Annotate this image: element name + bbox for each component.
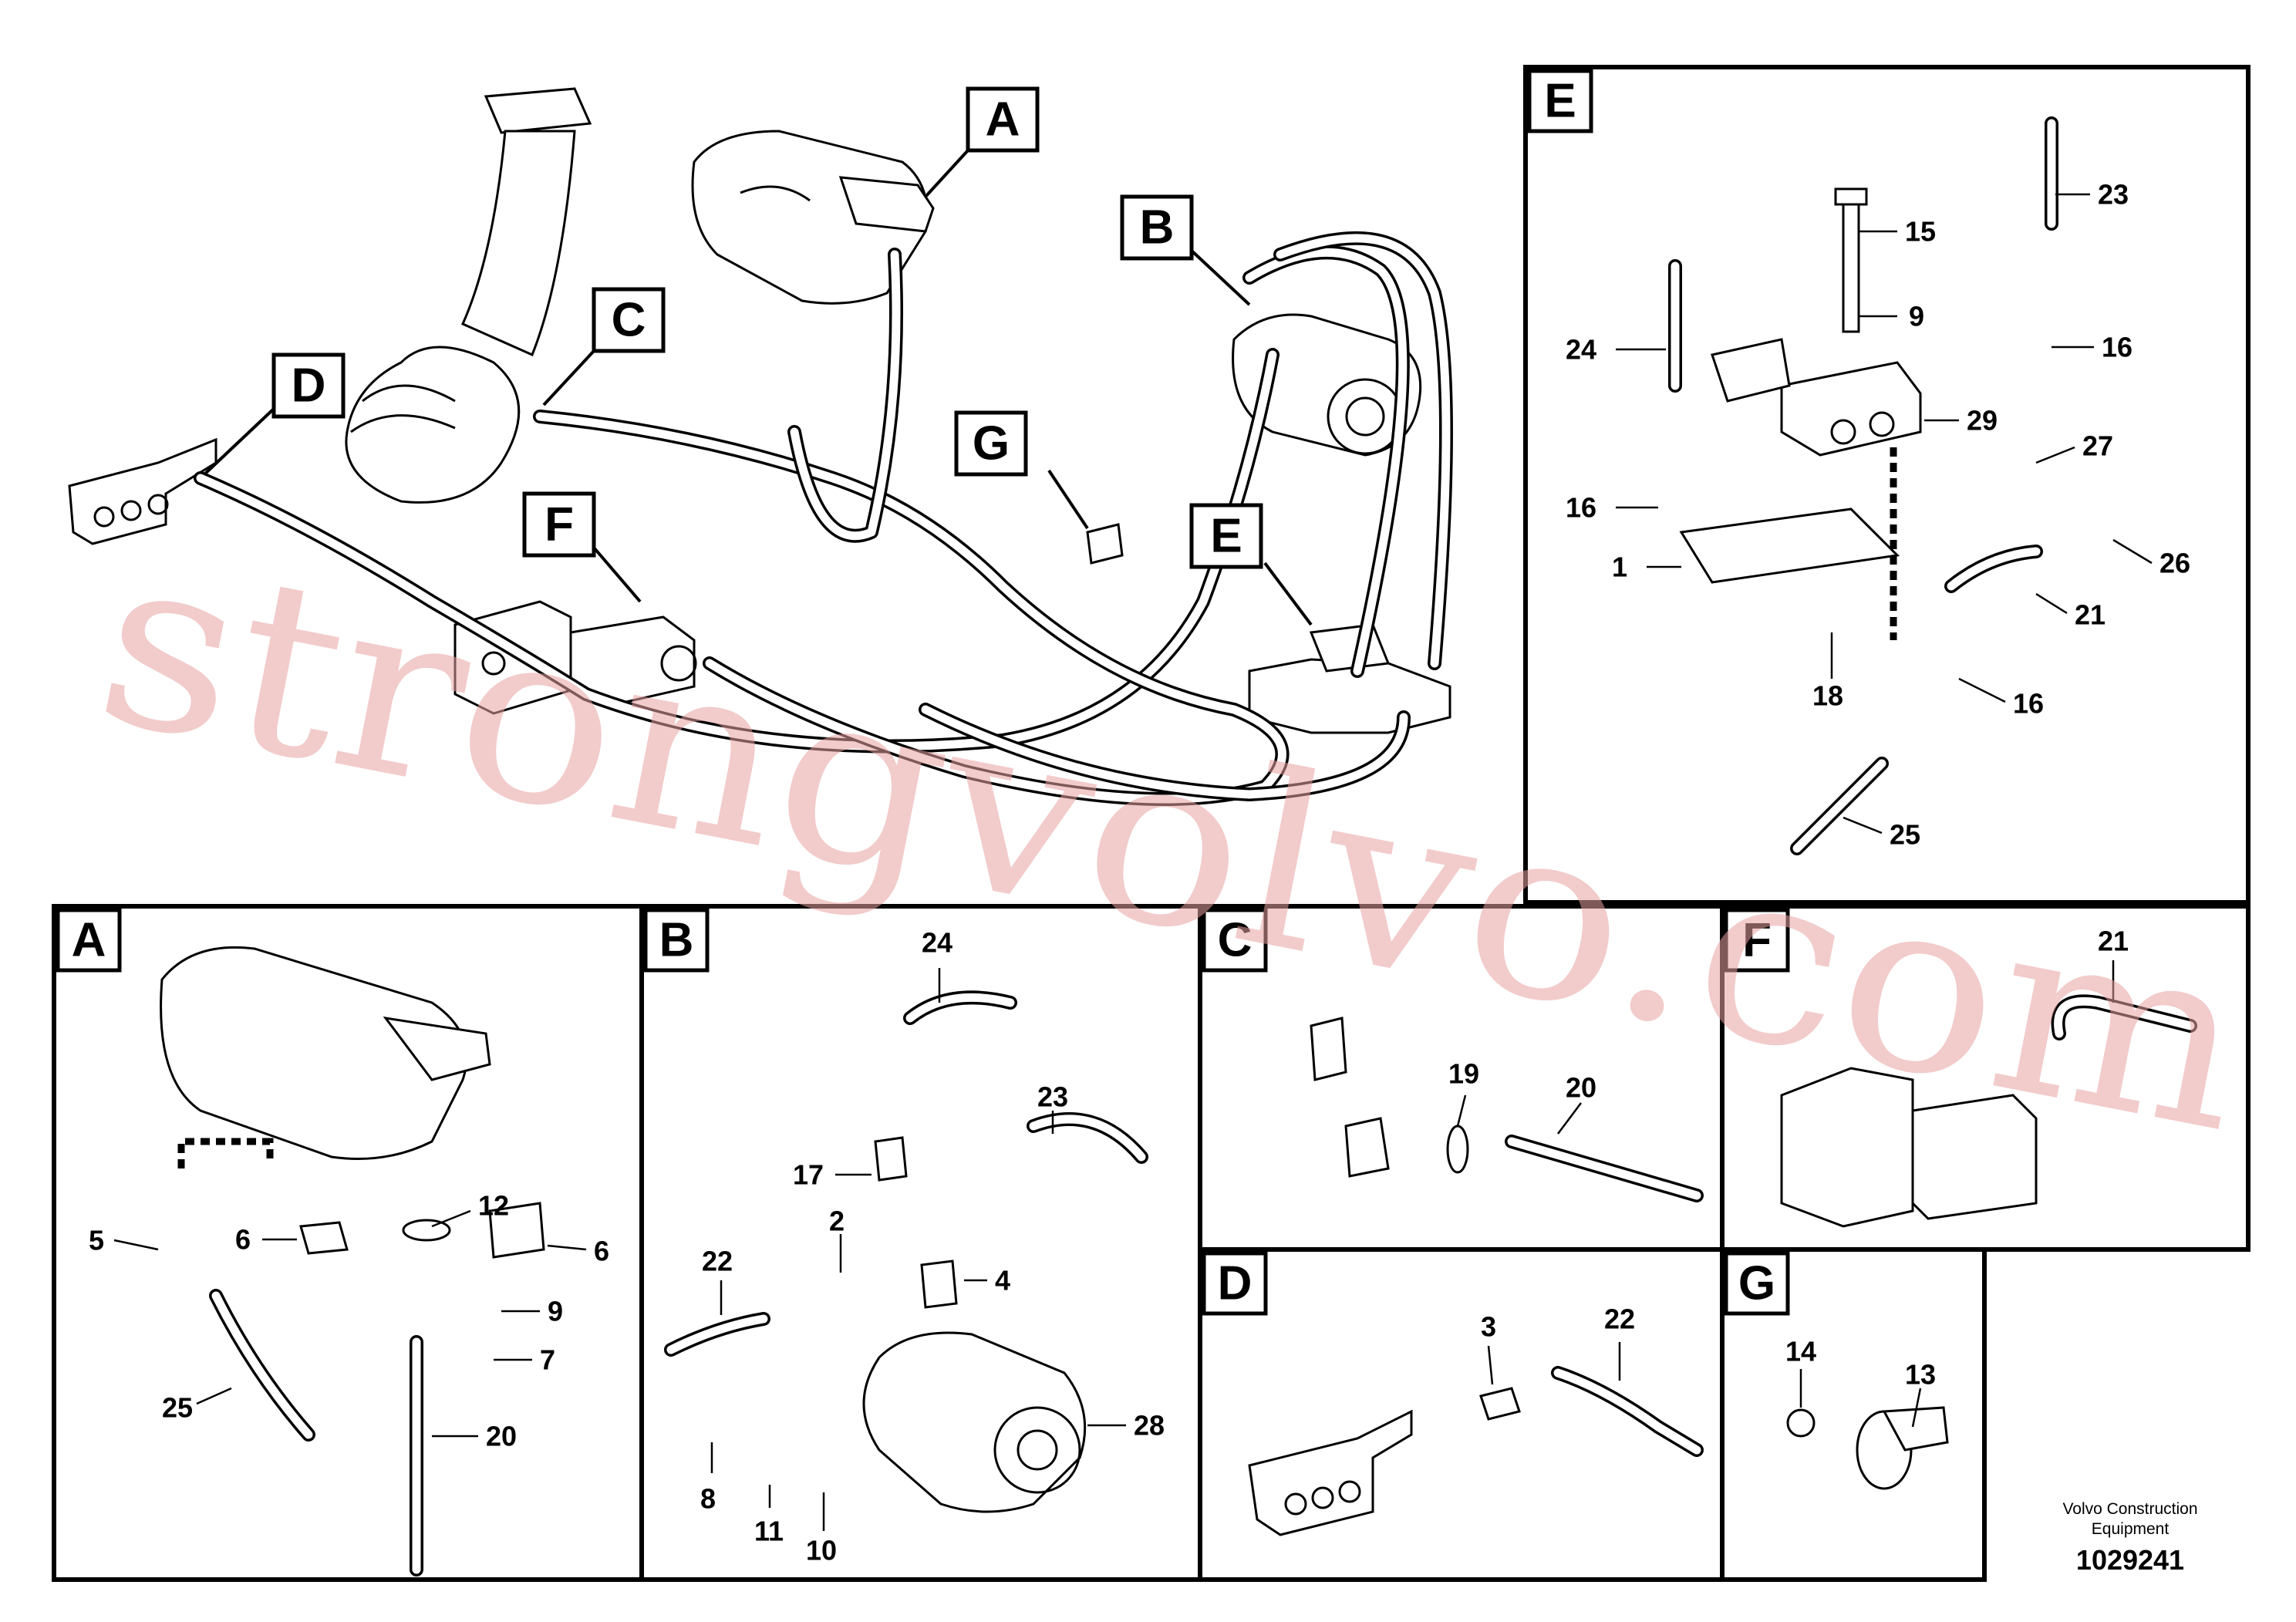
part-16-c: 16 bbox=[2013, 688, 2044, 720]
tag-d: D bbox=[292, 359, 326, 413]
part-28: 28 bbox=[1134, 1410, 1165, 1442]
part-16-a: 16 bbox=[2102, 332, 2132, 363]
detail-e-label: E bbox=[1544, 75, 1576, 128]
credit-line-1: Volvo Construction bbox=[2062, 1500, 2197, 1518]
document-number: 1029241 bbox=[2076, 1544, 2184, 1576]
part-19: 19 bbox=[1448, 1058, 1479, 1090]
part-18: 18 bbox=[1812, 680, 1843, 712]
part-15: 15 bbox=[1905, 216, 1936, 248]
tag-c: C bbox=[612, 294, 646, 347]
part-9-a: 9 bbox=[548, 1296, 563, 1327]
part-24-b: 24 bbox=[922, 927, 952, 959]
main-overview: A B C D E F G bbox=[68, 86, 1453, 806]
detail-g-label: G bbox=[1738, 1257, 1775, 1310]
tag-a: A bbox=[986, 93, 1020, 147]
credit-line-2: Equipment bbox=[2092, 1520, 2170, 1538]
detail-b-label: B bbox=[659, 914, 694, 967]
part-29: 29 bbox=[1967, 405, 1998, 437]
detail-a: A 12 5 6 6 9 7 25 20 bbox=[52, 904, 644, 1582]
part-7: 7 bbox=[540, 1344, 555, 1376]
part-22-d: 22 bbox=[1604, 1303, 1635, 1335]
part-25-a: 25 bbox=[162, 1392, 193, 1424]
tag-f: F bbox=[544, 498, 574, 551]
part-14: 14 bbox=[1785, 1336, 1816, 1367]
tag-b: B bbox=[1140, 201, 1175, 255]
part-16-b: 16 bbox=[1566, 492, 1596, 524]
part-11: 11 bbox=[754, 1516, 784, 1547]
part-12: 12 bbox=[478, 1190, 509, 1222]
tag-g: G bbox=[973, 417, 1010, 470]
detail-g: G 14 13 bbox=[1720, 1247, 1987, 1582]
part-9: 9 bbox=[1909, 301, 1924, 332]
part-13: 13 bbox=[1905, 1359, 1936, 1391]
part-23: 23 bbox=[2098, 179, 2129, 211]
part-23-b: 23 bbox=[1037, 1081, 1068, 1113]
part-8: 8 bbox=[700, 1483, 716, 1515]
part-26: 26 bbox=[2159, 548, 2190, 579]
part-4: 4 bbox=[995, 1265, 1010, 1297]
part-10: 10 bbox=[806, 1535, 837, 1566]
detail-c: C 19 20 bbox=[1198, 904, 1725, 1252]
part-25-e: 25 bbox=[1890, 819, 1920, 851]
detail-e: E 15 9 23 24 16 29 16 27 1 bbox=[1523, 65, 2250, 905]
part-6-a: 6 bbox=[235, 1224, 251, 1256]
part-22-b: 22 bbox=[702, 1246, 733, 1277]
detail-d-label: D bbox=[1218, 1257, 1253, 1310]
part-24: 24 bbox=[1566, 334, 1596, 366]
detail-a-label: A bbox=[72, 914, 106, 967]
tag-e: E bbox=[1210, 510, 1242, 563]
part-21-f: 21 bbox=[2098, 926, 2129, 957]
detail-f-label: F bbox=[1742, 914, 1772, 967]
part-6-b: 6 bbox=[594, 1236, 609, 1267]
part-17: 17 bbox=[793, 1159, 824, 1191]
part-2: 2 bbox=[829, 1206, 845, 1237]
part-3: 3 bbox=[1481, 1311, 1496, 1343]
part-20-a: 20 bbox=[486, 1421, 517, 1452]
detail-d: D 3 22 bbox=[1198, 1247, 1725, 1582]
detail-c-label: C bbox=[1218, 914, 1253, 967]
part-27: 27 bbox=[2082, 430, 2113, 462]
credit-block: Volvo Construction Equipment 1029241 bbox=[2062, 1500, 2197, 1576]
detail-b: B 24 23 17 2 4 22 28 8 11 10 bbox=[639, 904, 1202, 1582]
part-20-c: 20 bbox=[1566, 1072, 1596, 1104]
part-21: 21 bbox=[2075, 599, 2106, 631]
part-5: 5 bbox=[89, 1225, 104, 1256]
part-1: 1 bbox=[1612, 551, 1627, 583]
